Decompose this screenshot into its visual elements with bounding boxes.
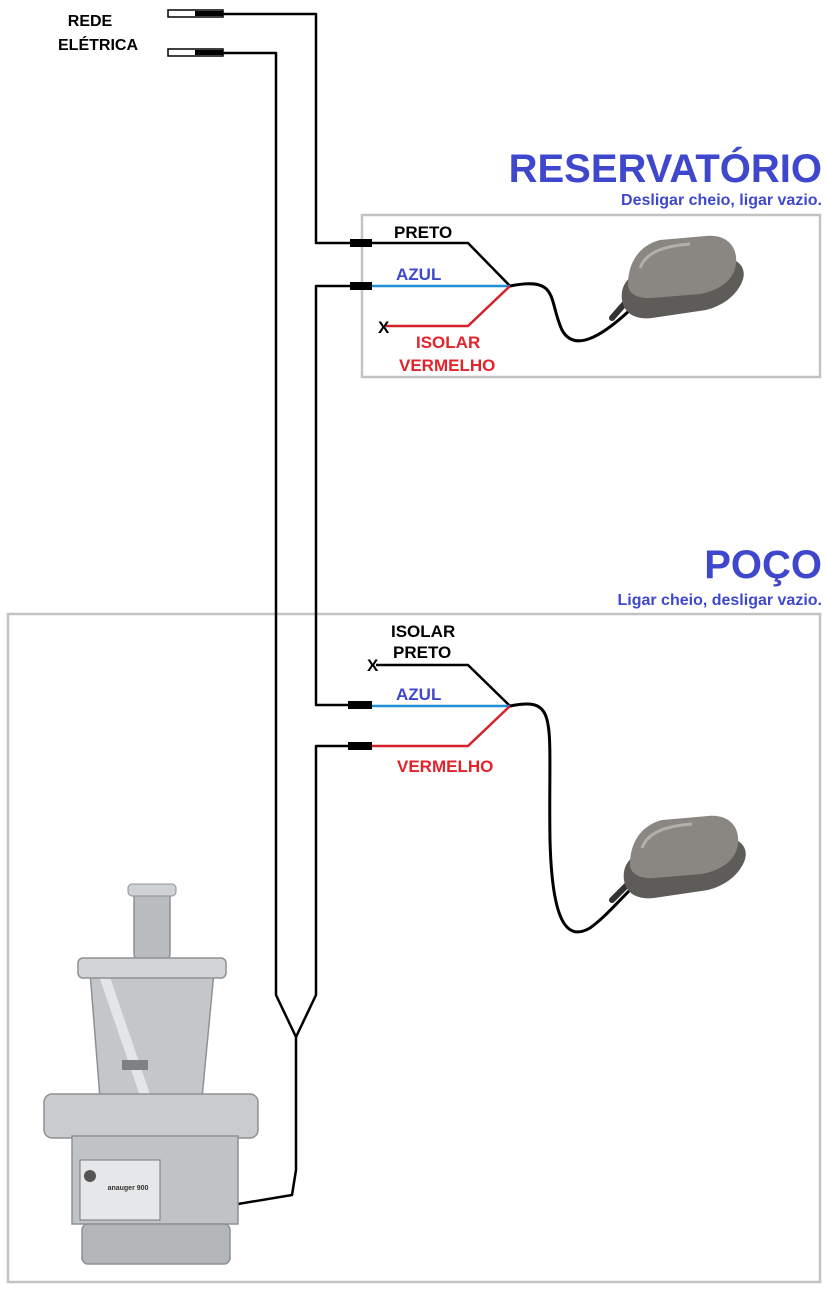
wire-connectors [348,239,372,750]
pump-nameplate [79,1159,161,1221]
reservoir-red-wire-label: VERMELHO [399,356,495,375]
mains-label-line2: ELÉTRICA [58,35,138,54]
reservoir-subtitle: Desligar cheio, ligar vazio. [621,192,822,209]
reservoir-float-switch [609,235,744,321]
reservoir-blue-wire-label: AZUL [396,265,441,284]
reservoir-cut-mark: X [378,318,390,337]
well-subtitle: Ligar cheio, desligar vazio. [617,592,822,609]
pump-logo-icon [84,1170,96,1182]
reservoir-float-wires [372,241,632,343]
mains-terminals [167,9,224,57]
well-title: POÇO [704,543,822,587]
well-blue-wire-label: AZUL [396,685,441,704]
supply-wires [223,12,352,1207]
well-black-action-label: ISOLAR [391,622,455,641]
well-black-wire-label: PRETO [393,643,451,662]
mains-label-line1: REDE [68,13,113,30]
well-float-switch [609,815,746,903]
submersible-pump: anauger 900 [43,883,259,1265]
reservoir-black-wire-label: PRETO [394,223,452,242]
reservoir-red-action-label: ISOLAR [416,333,480,352]
well-red-wire-label: VERMELHO [397,757,493,776]
well-cut-mark: X [367,656,379,675]
reservoir-title: RESERVATÓRIO [509,145,822,191]
pump-brand-label: anauger 900 [108,1185,149,1192]
well-frame [6,612,822,1284]
reservoir-frame [360,213,822,379]
well-float-wires [372,663,634,934]
